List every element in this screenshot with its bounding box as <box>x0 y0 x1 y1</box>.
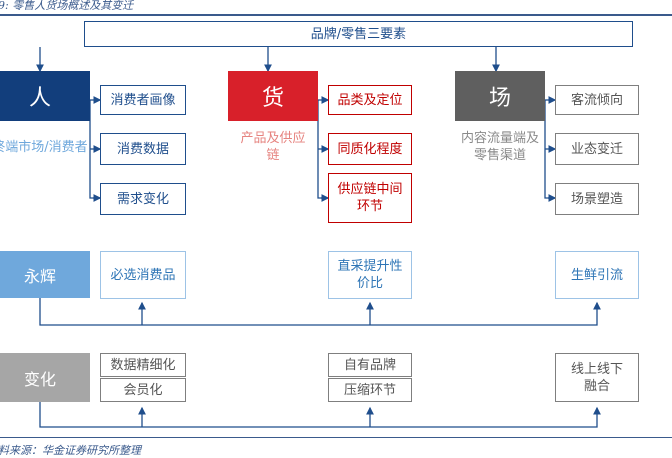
huo-item-1: 品类及定位 <box>328 85 412 115</box>
yonghui-item-1: 必选消费品 <box>100 251 186 299</box>
bottom-rule <box>0 437 672 438</box>
ren-lead-box: 人 <box>0 71 90 121</box>
change-col2-item-1: 自有品牌 <box>328 353 412 377</box>
yonghui-item-3: 生鲜引流 <box>555 251 639 299</box>
huo-lead-box: 货 <box>228 71 318 121</box>
ren-item-1: 消费者画像 <box>100 85 186 115</box>
change-col2-item-2: 压缩环节 <box>328 378 412 402</box>
change-col3-item: 线上线下融合 <box>555 353 639 402</box>
top-rule <box>0 14 672 16</box>
change-col1-item-2: 会员化 <box>100 378 186 402</box>
yonghui-lead-box: 永辉 <box>0 251 90 298</box>
huo-sub-label: 产品及供应链 <box>240 131 306 163</box>
huo-item-2: 同质化程度 <box>328 133 412 165</box>
change-lead-box: 变化 <box>0 353 90 402</box>
yonghui-item-2: 直采提升性价比 <box>328 251 412 299</box>
title-box: 品牌/零售三要素 <box>84 21 633 47</box>
change-col1-item-1: 数据精细化 <box>100 353 186 377</box>
ren-item-2: 消费数据 <box>100 133 186 165</box>
chang-item-1: 客流倾向 <box>555 85 639 115</box>
figure-caption: 9: 零售人货场概述及其变迁 <box>0 0 134 12</box>
source-note: 料来源：华金证券研究所整理 <box>0 444 141 457</box>
chang-item-2: 业态变迁 <box>555 133 639 165</box>
chang-sub-label: 内容流量端及零售渠道 <box>460 131 539 163</box>
ren-sub-label: 终端市场/消费者 <box>0 139 88 155</box>
huo-item-3: 供应链中间环节 <box>328 173 412 223</box>
chang-lead-box: 场 <box>455 71 545 121</box>
ren-item-3: 需求变化 <box>100 183 186 215</box>
chang-item-3: 场景塑造 <box>555 183 639 215</box>
